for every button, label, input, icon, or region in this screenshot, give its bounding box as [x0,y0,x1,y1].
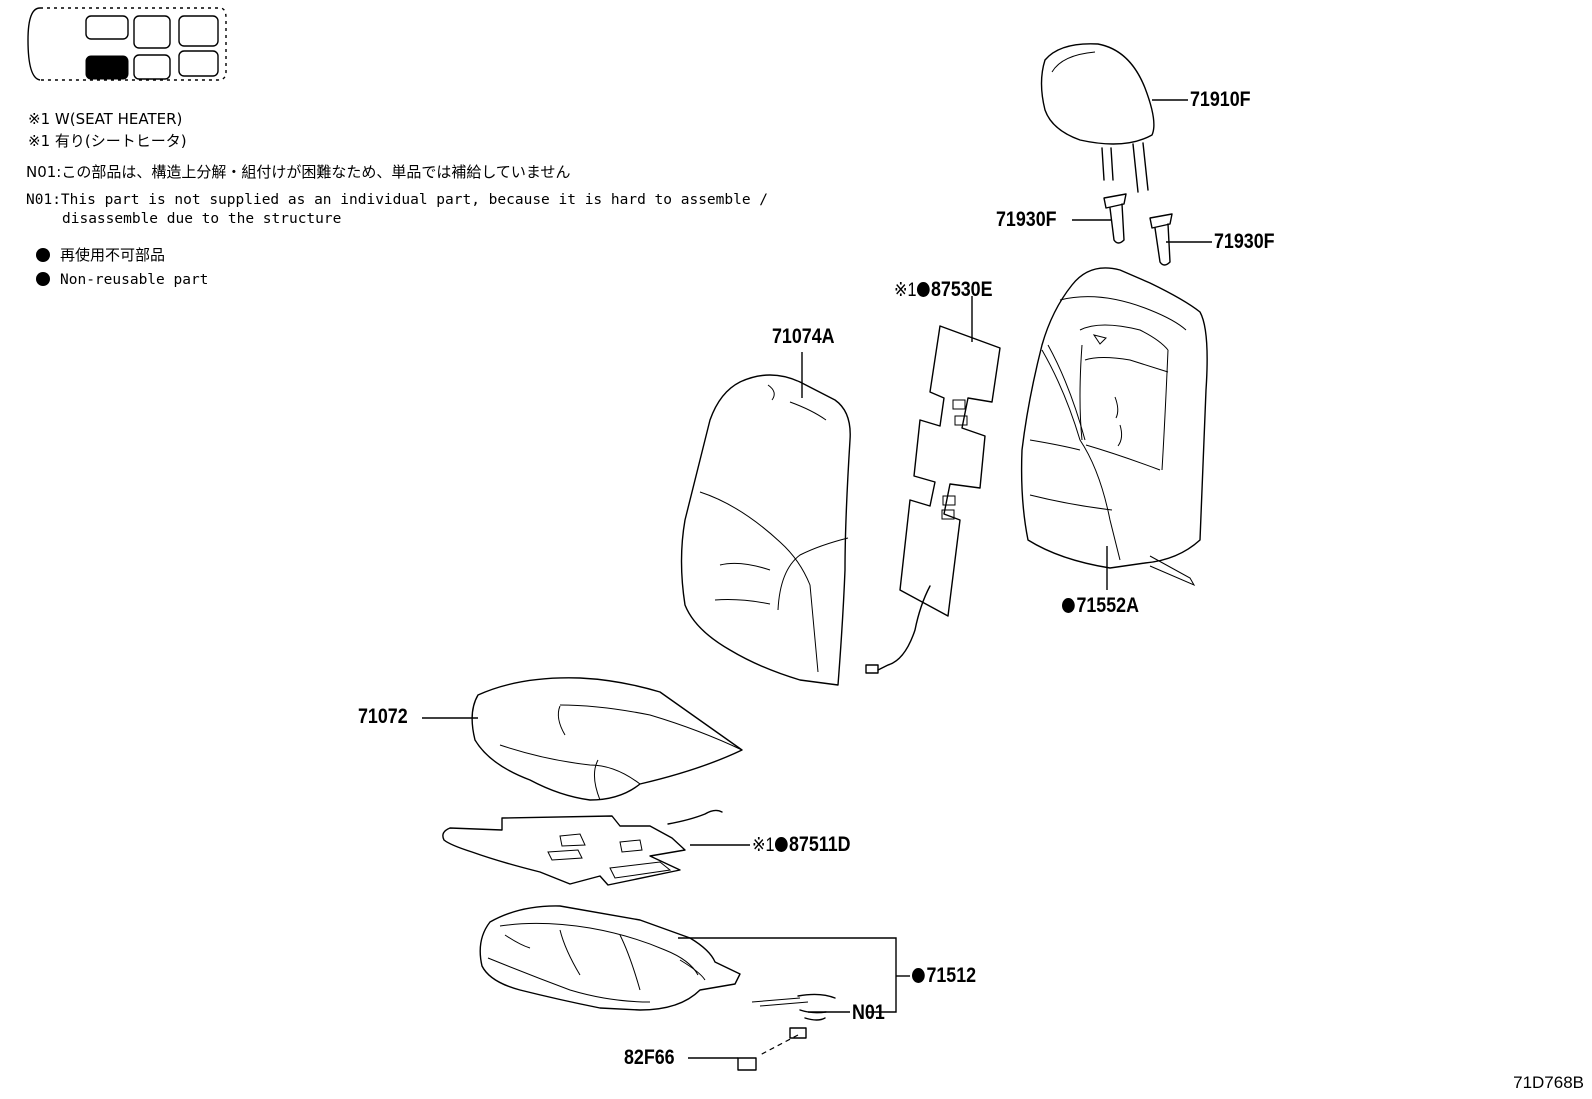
cushion-heater-illustration [442,809,723,886]
figure-id: 71D768B [1513,1073,1584,1092]
seatback-cover-illustration [1020,267,1208,587]
part-label-seatback-pad[interactable]: 71074A [772,325,835,348]
nonreusable-dot-icon [1062,598,1075,613]
headrest-illustration [1040,43,1155,193]
n01-note-ja: N01:この部品は、構造上分解・組付けが困難なため、単品では補給していません [26,163,571,181]
leader-lines [422,99,1212,1059]
nonreusable-note-ja: 再使用不可部品 [36,246,165,264]
nonreusable-note-en: Non-reusable part [36,271,208,289]
bullet-icon [36,272,50,286]
part-label-connector[interactable]: 82F66 [624,1046,675,1069]
seat-heater-note-en: ※1 W(SEAT HEATER) [28,110,183,128]
n01-note-en-line2: disassemble due to the structure [62,211,342,227]
seatback-pad-illustration [680,374,851,686]
n01-note-en-line1: N01:This part is not supplied as an indi… [26,192,769,208]
bullet-icon [36,248,50,262]
seatback-heater-illustration [865,325,1001,674]
part-label-cushion-cover[interactable]: 71512 [912,965,976,987]
part-label-cushion-pad[interactable]: 71072 [358,705,408,728]
part-label-note-ref[interactable]: N01 [852,1001,885,1024]
part-label-guide-right[interactable]: 71930F [1214,230,1275,253]
headrest-guides-illustration [1103,193,1173,266]
nonreusable-dot-icon [912,968,925,983]
seat-heater-note-ja: ※1 有り(シートヒータ) [28,132,187,150]
part-label-seatback-cover[interactable]: 71552A [1062,595,1139,617]
seat-position-key [27,7,227,81]
cushion-cover-illustration [479,905,836,1071]
part-label-headrest[interactable]: 71910F [1190,88,1251,111]
part-label-guide-left[interactable]: 71930F [996,208,1057,231]
nonreusable-dot-icon [774,837,788,852]
nonreusable-dot-icon [916,282,930,297]
cushion-pad-illustration [471,677,743,801]
